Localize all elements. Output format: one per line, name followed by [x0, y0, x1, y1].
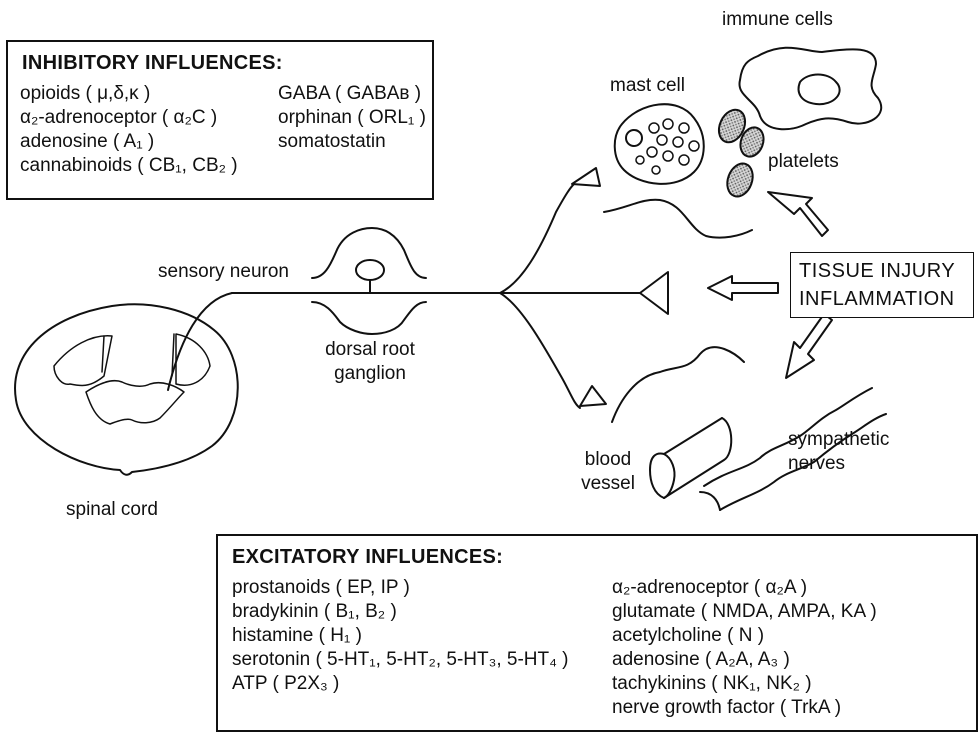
tissue-injury-box: TISSUE INJURY INFLAMMATION	[790, 252, 974, 318]
label-platelets: platelets	[768, 151, 839, 172]
platelets	[717, 108, 765, 198]
inhibitory-item: cannabinoids ( CB₁, CB₂ )	[20, 155, 238, 176]
label-sensory-neuron: sensory neuron	[158, 261, 289, 282]
tissue-curves	[603, 198, 753, 423]
label-spinal-cord: spinal cord	[66, 499, 158, 520]
excitatory-title: EXCITATORY INFLUENCES:	[232, 546, 504, 568]
tissue-injury-line2: INFLAMMATION	[799, 288, 955, 310]
inhibitory-item: opioids ( μ,δ,κ )	[20, 83, 151, 104]
label-sympathetic-line1: sympathetic	[788, 429, 890, 450]
excitatory-item: α₂-adrenoceptor ( α₂A )	[612, 577, 808, 598]
immune-cell	[738, 46, 883, 131]
arrow-left	[707, 275, 779, 301]
sensory-neuron	[167, 167, 669, 409]
inhibitory-item: GABA ( GABAʙ )	[278, 83, 422, 104]
excitatory-item: acetylcholine ( N )	[612, 625, 765, 646]
excitatory-item: adenosine ( A₂A, A₃ )	[612, 649, 790, 670]
label-blood-vessel-line2: vessel	[581, 473, 635, 494]
inhibitory-title: INHIBITORY INFLUENCES:	[22, 52, 283, 74]
inhibitory-box	[6, 40, 434, 200]
inhibitory-item: adenosine ( A₁ )	[20, 131, 155, 152]
label-sympathetic-nerves: sympathetic nerves	[788, 428, 889, 476]
label-immune-cells: immune cells	[722, 9, 833, 30]
excitatory-item: nerve growth factor ( TrkA )	[612, 697, 842, 718]
excitatory-item: bradykinin ( B₁, B₂ )	[232, 601, 397, 622]
tissue-injury-line1: TISSUE INJURY	[799, 260, 956, 282]
label-blood-vessel: blood vessel	[580, 448, 636, 496]
sympathetic-nerves	[699, 387, 887, 511]
label-blood-vessel-line1: blood	[584, 449, 632, 470]
label-sympathetic-line2: nerves	[788, 453, 846, 474]
excitatory-item: glutamate ( NMDA, AMPA, KA )	[612, 601, 877, 622]
excitatory-box	[216, 534, 978, 732]
inhibitory-item: orphinan ( ORL₁ )	[278, 107, 426, 128]
spinal-cord	[14, 303, 239, 476]
arrow-up-left	[767, 191, 829, 237]
inhibitory-item: α₂-adrenoceptor ( α₂C )	[20, 107, 218, 128]
blood-vessel	[649, 417, 733, 499]
label-dorsal-root-line2: ganglion	[334, 363, 406, 384]
label-dorsal-root-line1: dorsal root	[325, 339, 415, 360]
inhibitory-item: somatostatin	[278, 131, 386, 152]
excitatory-item: serotonin ( 5-HT₁, 5-HT₂, 5-HT₃, 5-HT₄ )	[232, 649, 569, 670]
label-dorsal-root-ganglion: dorsal root ganglion	[302, 338, 438, 386]
arrow-down-left	[785, 313, 833, 379]
excitatory-item: tachykinins ( NK₁, NK₂ )	[612, 673, 812, 694]
mast-cell	[613, 103, 705, 185]
excitatory-item: ATP ( P2X₃ )	[232, 673, 340, 694]
label-mast-cell: mast cell	[610, 75, 685, 96]
excitatory-item: histamine ( H₁ )	[232, 625, 362, 646]
excitatory-item: prostanoids ( EP, IP )	[232, 577, 410, 598]
dorsal-root-ganglion	[311, 227, 427, 335]
